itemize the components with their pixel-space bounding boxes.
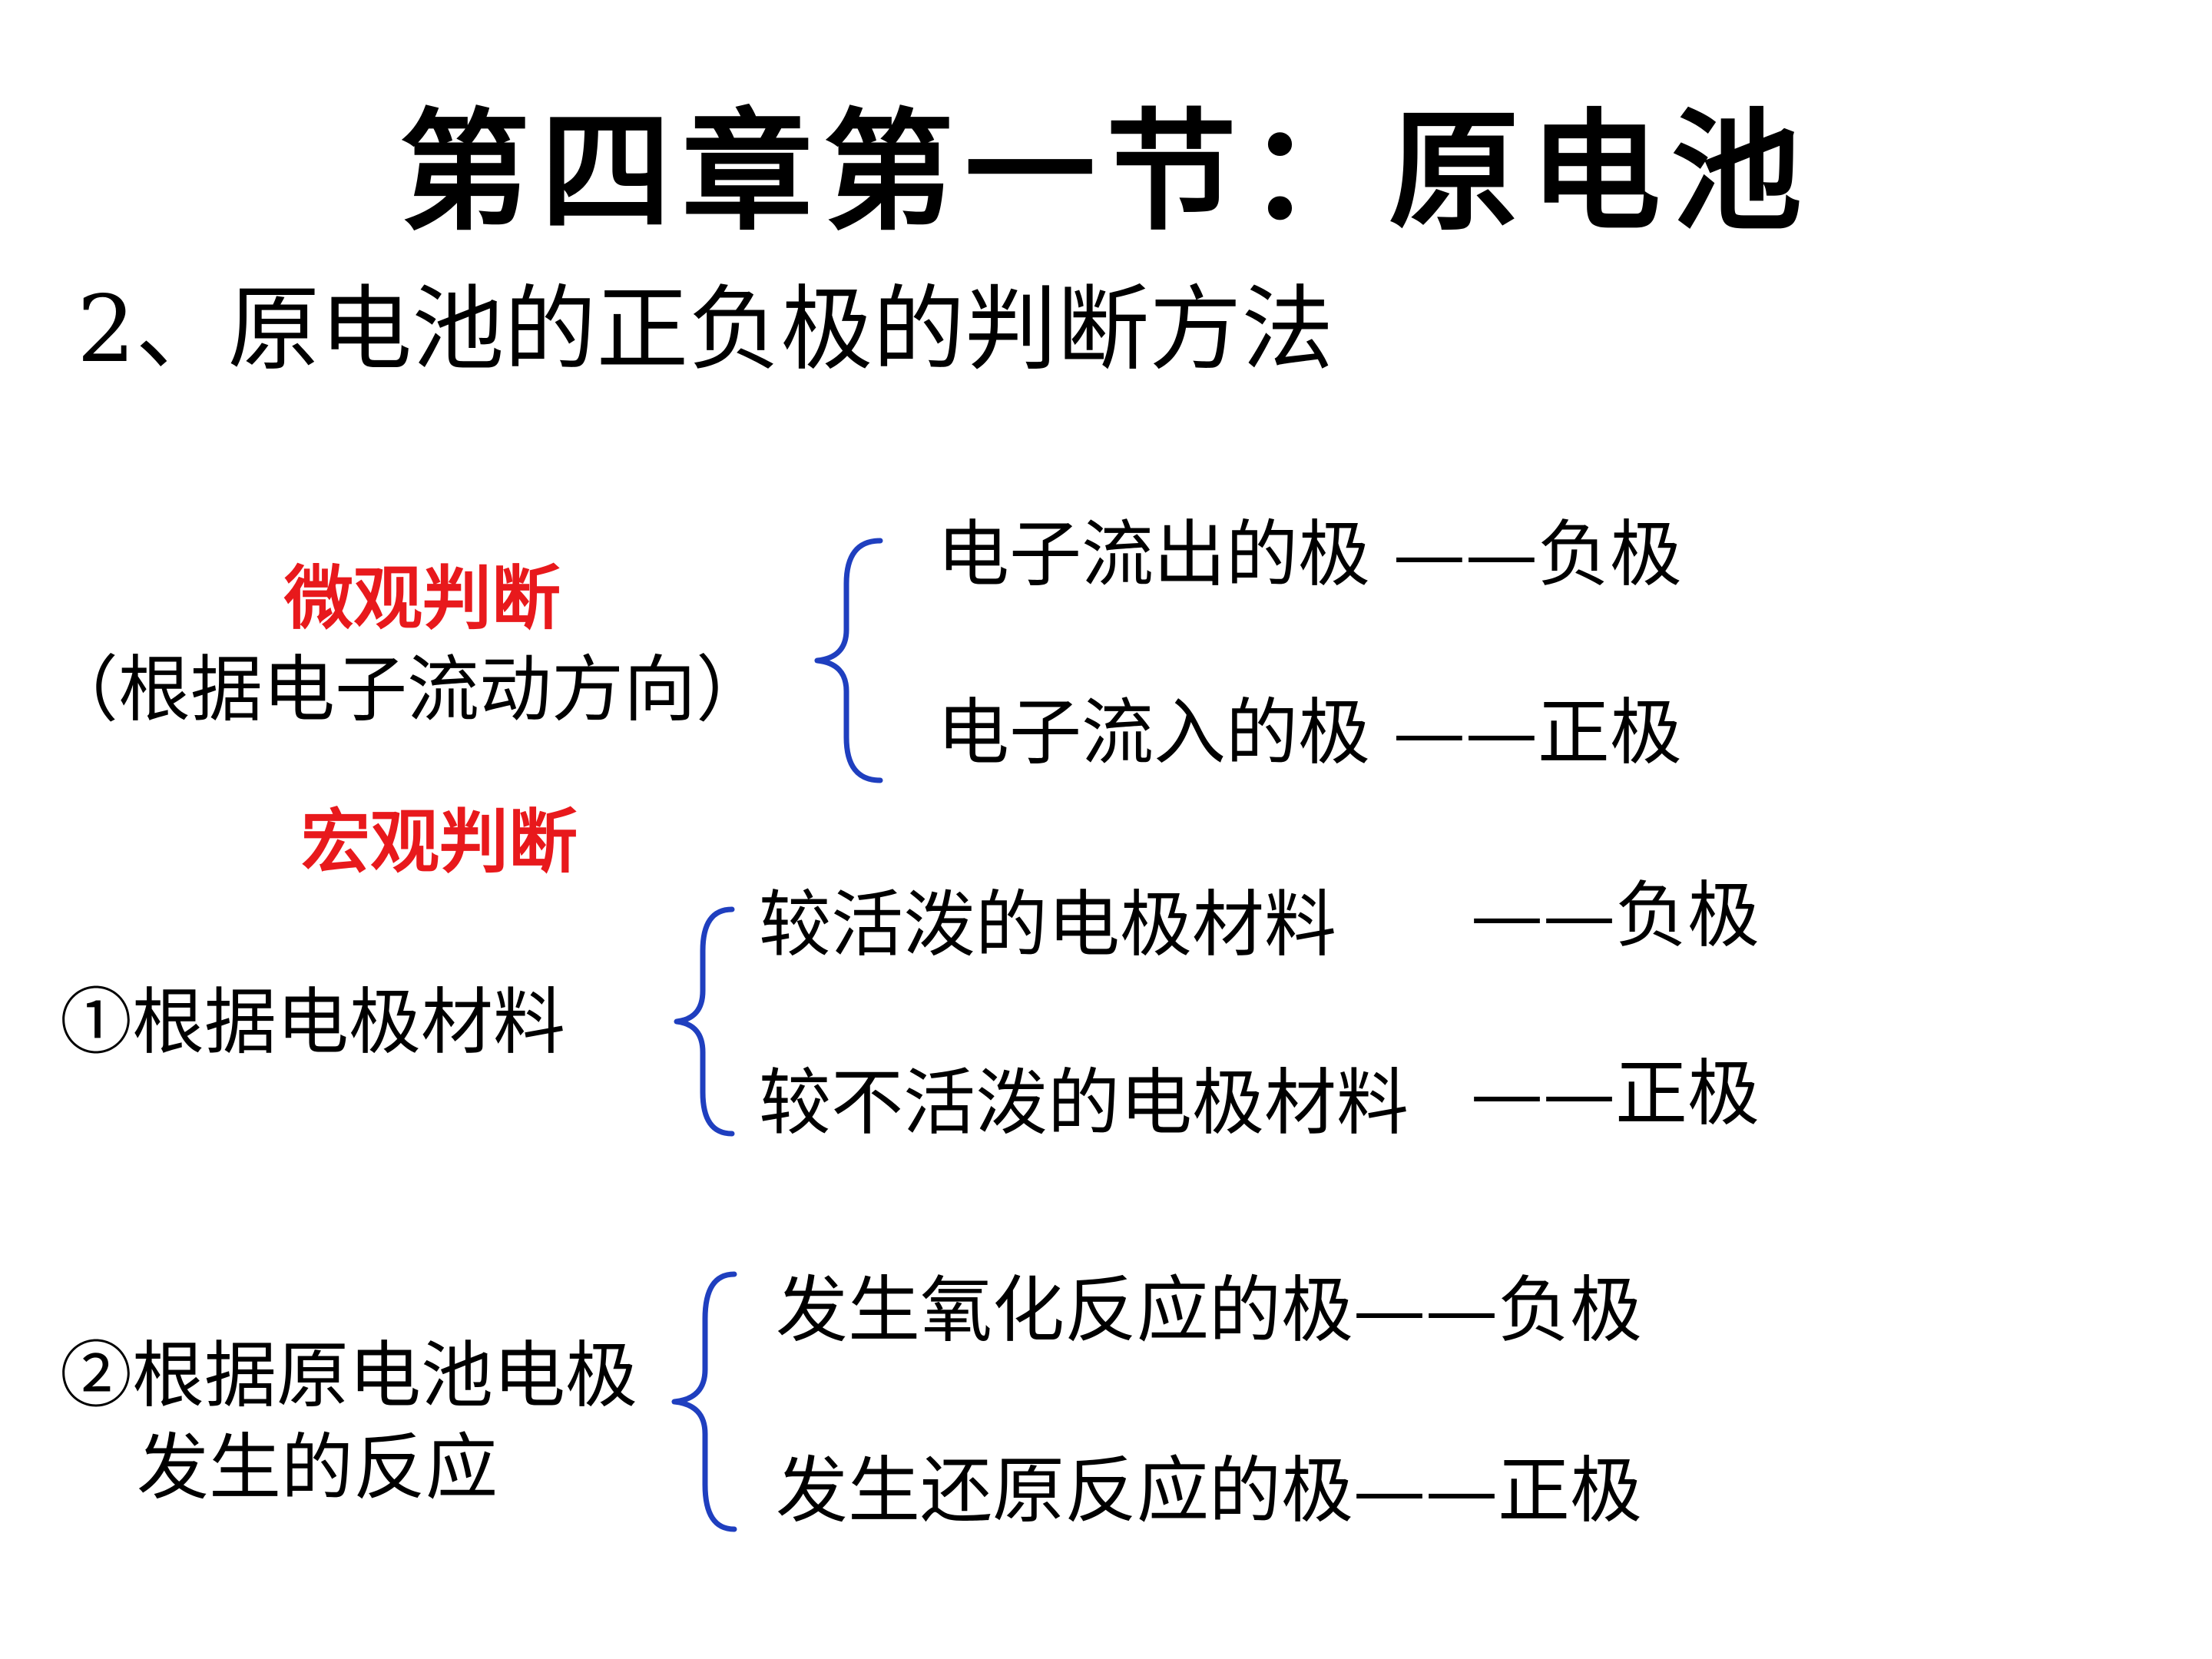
section-subtitle: 2、原电池的正负极的判断方法 (77, 276, 1334, 383)
micro-brace (814, 538, 883, 783)
method1-item-less-active: 较不活泼的电极材料 (759, 1061, 1409, 1145)
page-title: 第四章第一节：原电池 (399, 97, 1813, 249)
method2-brace (671, 1271, 737, 1532)
micro-basis: （根据电子流动方向） (46, 648, 769, 732)
method1-item-active: 较活泼的电极材料 (759, 883, 1337, 967)
micro-heading: 微观判断 (284, 558, 561, 639)
method2-line-oxidation: 发生氧化反应的极——负极 (776, 1269, 1643, 1353)
method1-label: ①根据电极材料 (60, 981, 566, 1065)
method2-label-line2: 发生的反应 (137, 1426, 498, 1510)
method1-result-positive: ——正极 (1471, 1052, 1760, 1136)
method1-result-negative: ——负极 (1471, 874, 1760, 958)
method2-label-line1: ②根据原电池电极 (60, 1334, 638, 1418)
micro-line-inflow: 电子流入的极 ——正极 (937, 691, 1682, 775)
method2-line-reduction: 发生还原反应的极——正极 (776, 1449, 1643, 1533)
macro-heading: 宏观判断 (301, 802, 578, 882)
micro-line-outflow: 电子流出的极 ——负极 (937, 513, 1682, 597)
method1-brace (674, 906, 735, 1137)
